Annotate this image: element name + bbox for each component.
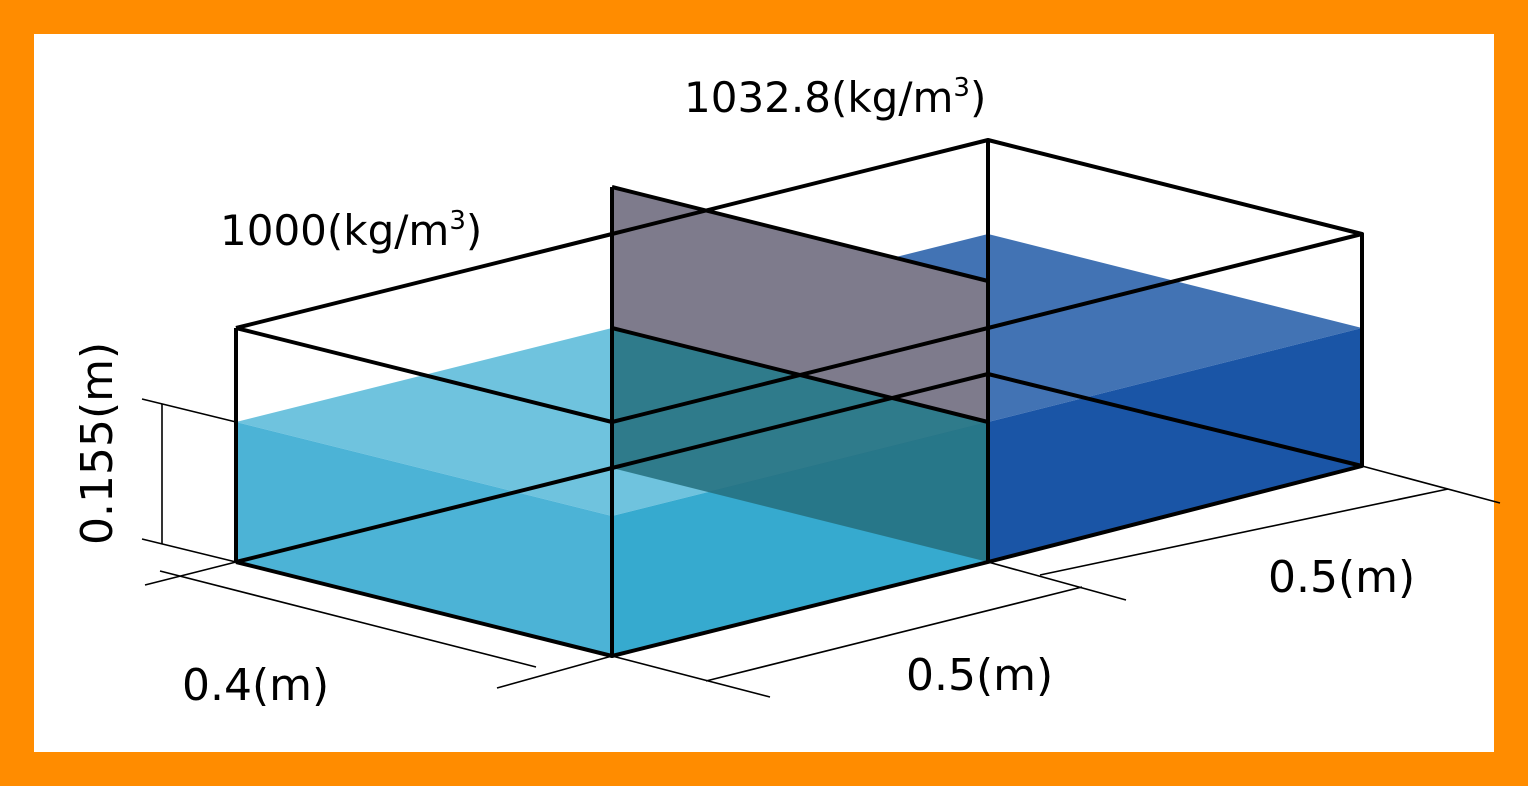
length-right-dimension-label: 0.5(m) xyxy=(1268,552,1415,603)
length-left-dimension-label: 0.5(m) xyxy=(906,650,1053,701)
density-left-close: ) xyxy=(466,206,482,255)
right-fluid-back xyxy=(988,328,1362,562)
divider-plate-submerged xyxy=(612,328,988,562)
width-dimension-label: 0.4(m) xyxy=(182,660,329,711)
dimension-lines xyxy=(141,398,1501,698)
density-right-unit: (kg/m xyxy=(831,73,953,122)
density-right-value: 1032.8 xyxy=(684,73,831,122)
density-left-exponent: 3 xyxy=(449,206,466,236)
left-fluid-side xyxy=(236,422,612,656)
divider-plate xyxy=(612,187,988,422)
density-left-value: 1000 xyxy=(220,206,327,255)
density-left-unit: (kg/m xyxy=(327,206,449,255)
density-left-label: 1000(kg/m3) xyxy=(220,206,482,255)
density-right-label: 1032.8(kg/m3) xyxy=(684,73,986,122)
density-right-close: ) xyxy=(970,73,986,122)
depth-dimension-label: 0.155(m) xyxy=(72,342,123,545)
density-right-exponent: 3 xyxy=(953,73,970,103)
